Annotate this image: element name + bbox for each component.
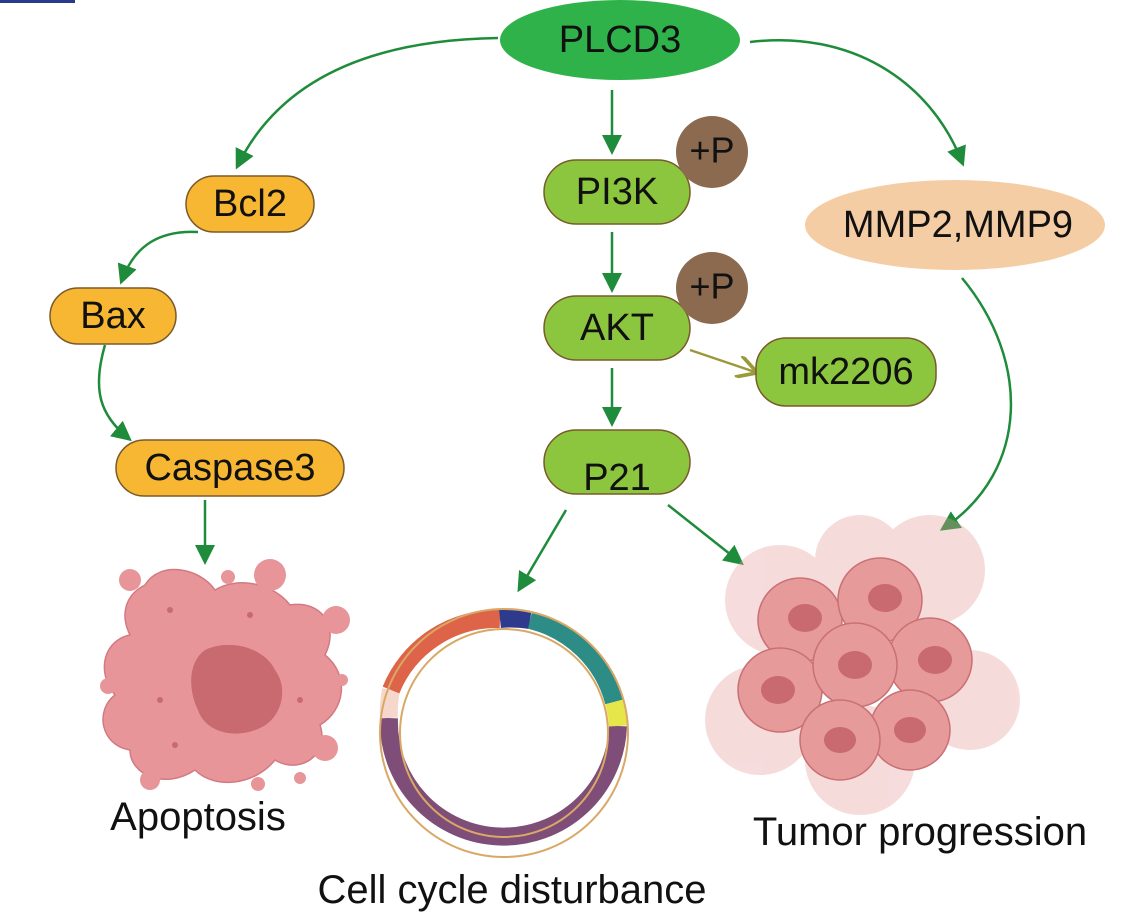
tumor-cell-cluster-icon: [705, 515, 1020, 815]
arrow-mk2206-inhibits-akt: [689, 348, 755, 372]
node-bcl2: Bcl2: [185, 175, 315, 233]
akt-phospho-label: +P: [689, 266, 734, 307]
pi3k-phospho-label: +P: [689, 130, 734, 171]
arrow-bax-to-caspase3: [97, 344, 132, 442]
node-mmp: MMP2,MMP9: [805, 180, 1105, 270]
outcome-cell-cycle-label: Cell cycle disturbance: [317, 868, 706, 912]
arrows: [97, 36, 1013, 593]
arrow-p21-to-cell-cycle: [517, 509, 568, 593]
p21-label: P21: [583, 457, 651, 499]
plcd3-label: PLCD3: [559, 19, 682, 61]
cycle-segment-navy: [499, 609, 532, 629]
arrow-bcl2-to-bax: [117, 230, 199, 285]
outcome-apoptosis-label: Apoptosis: [110, 795, 286, 839]
arrow-plcd3-to-mmp: [749, 39, 966, 167]
node-mk2206: mk2206: [755, 337, 937, 407]
outcome-tumor-label: Tumor progression: [753, 810, 1087, 854]
cycle-segment-red: [382, 609, 501, 694]
mk2206-label: mk2206: [778, 351, 913, 393]
arrow-p21-to-tumor: [667, 504, 744, 566]
bax-label: Bax: [80, 295, 145, 337]
node-akt: AKT: [543, 295, 691, 361]
akt-label: AKT: [580, 307, 654, 349]
pi3k-label: PI3K: [576, 171, 658, 213]
node-pi3k: PI3K: [543, 159, 691, 225]
caspase3-label: Caspase3: [144, 447, 315, 489]
cycle-segment-purple: [379, 717, 627, 846]
bcl2-label: Bcl2: [213, 183, 287, 225]
apoptotic-cell-icon: [100, 559, 350, 791]
cell-cycle-ring-icon: [379, 608, 629, 858]
arrow-mmp-to-tumor: [939, 277, 1013, 531]
node-caspase3: Caspase3: [115, 439, 345, 497]
node-p21: P21: [543, 429, 691, 499]
phospho-badge-pi3k: +P: [676, 116, 748, 188]
mmp-label: MMP2,MMP9: [843, 204, 1073, 246]
node-plcd3: PLCD3: [500, 0, 740, 80]
corner-mark: [0, 0, 75, 3]
cycle-segment-teal: [527, 611, 623, 705]
cycle-segment-pale: [379, 688, 400, 719]
cycle-segment-yellow: [605, 699, 627, 727]
node-bax: Bax: [49, 287, 177, 345]
arrow-plcd3-to-bcl2: [235, 36, 499, 170]
phospho-badge-akt: +P: [676, 252, 748, 324]
